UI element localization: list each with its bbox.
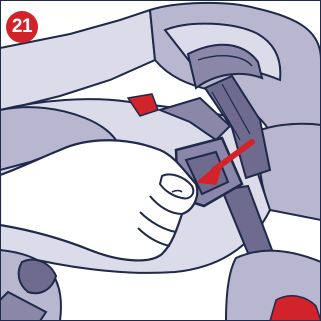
- step-number-badge: 21: [6, 11, 38, 43]
